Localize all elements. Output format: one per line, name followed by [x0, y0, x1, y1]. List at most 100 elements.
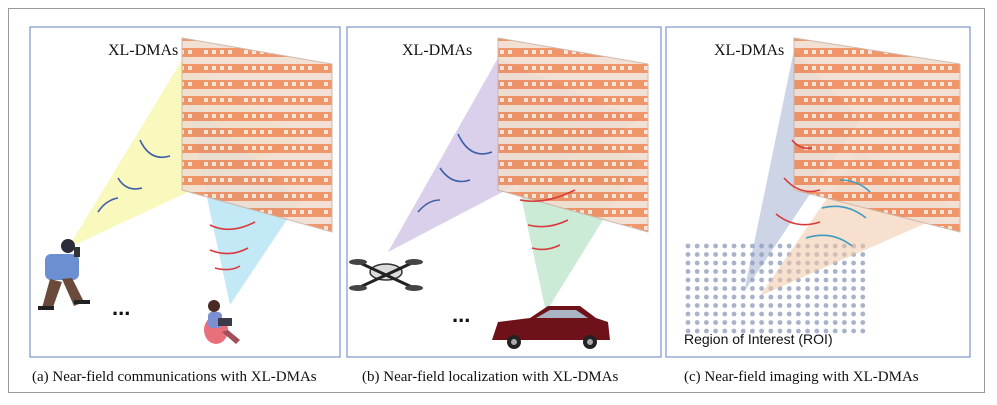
roi-dot	[750, 252, 755, 257]
roi-dot	[777, 320, 783, 325]
roi-dot	[805, 286, 810, 291]
roi-dot	[704, 286, 709, 291]
roi-dot	[704, 311, 709, 317]
roi-dot	[860, 277, 866, 283]
roi-dot	[759, 252, 764, 257]
roi-dot	[740, 294, 746, 300]
roi-dot	[740, 303, 746, 308]
roi-dot	[750, 277, 755, 283]
roi-dot	[731, 294, 737, 300]
roi-dot	[740, 286, 746, 291]
panel-a-caption: (a) Near-field communications with XL-DM…	[32, 369, 317, 385]
roi-dot	[823, 320, 829, 325]
roi-dot	[768, 243, 774, 249]
roi-dot	[851, 269, 856, 274]
roi-dot	[768, 328, 774, 334]
roi-dot	[796, 320, 801, 325]
person-standing-phone-icon	[38, 239, 90, 310]
roi-dot	[777, 311, 783, 317]
panel-b-caption: (b) Near-field localization with XL-DMAs	[362, 369, 618, 385]
roi-dot	[731, 328, 737, 334]
roi-dot	[722, 260, 728, 266]
roi-dot	[786, 303, 792, 308]
roi-dot	[731, 260, 737, 266]
roi-dot	[796, 328, 801, 334]
roi-dot	[851, 303, 856, 308]
roi-dot	[722, 252, 728, 257]
roi-dot	[750, 286, 755, 291]
roi-dot	[814, 303, 820, 308]
roi-dot	[750, 311, 755, 317]
roi-dot	[814, 294, 820, 300]
roi-dot	[685, 303, 691, 308]
roi-dot	[768, 252, 774, 257]
roi-dot	[814, 286, 820, 291]
roi-dot	[685, 269, 691, 274]
roi-dot	[851, 320, 856, 325]
roi-dot	[759, 303, 764, 308]
roi-dot	[685, 260, 691, 266]
roi-dot	[704, 252, 709, 257]
roi-dot	[823, 294, 829, 300]
roi-dot	[713, 320, 718, 325]
roi-dot	[823, 277, 829, 283]
roi-dot	[759, 311, 764, 317]
panel-a-xl-dma-array	[181, 37, 333, 233]
roi-dot	[777, 303, 783, 308]
roi-dot	[796, 294, 801, 300]
roi-dot	[842, 260, 847, 266]
roi-dot	[740, 320, 746, 325]
roi-dot	[694, 269, 700, 274]
roi-dot	[694, 328, 700, 334]
roi-dot	[740, 260, 746, 266]
roi-dot	[694, 277, 700, 283]
roi-dot	[704, 277, 709, 283]
roi-dot	[713, 294, 718, 300]
roi-dot	[722, 328, 728, 334]
roi-dot	[860, 303, 866, 308]
roi-dot	[786, 286, 792, 291]
roi-dot	[768, 260, 774, 266]
panel-c-caption: (c) Near-field imaging with XL-DMAs	[684, 369, 919, 385]
roi-dot	[786, 294, 792, 300]
panel-a-wavefronts	[97, 139, 256, 271]
roi-dot	[750, 243, 755, 249]
roi-dot	[860, 294, 866, 300]
roi-dot	[777, 252, 783, 257]
roi-dot	[786, 320, 792, 325]
roi-dot	[704, 320, 709, 325]
roi-dot	[759, 260, 764, 266]
roi-dot	[722, 277, 728, 283]
roi-dot	[832, 320, 838, 325]
roi-dot	[786, 243, 792, 249]
roi-dot	[759, 243, 764, 249]
roi-dot	[713, 269, 718, 274]
roi-dot	[759, 320, 764, 325]
roi-dot	[694, 303, 700, 308]
roi-dot	[860, 320, 866, 325]
roi-dot	[731, 269, 737, 274]
roi-dot	[694, 286, 700, 291]
roi-dot	[759, 286, 764, 291]
panel-b-wavefronts	[417, 133, 576, 251]
roi-dot	[796, 286, 801, 291]
roi-dot	[851, 260, 856, 266]
roi-dot	[860, 311, 866, 317]
roi-dot	[722, 243, 728, 249]
roi-dot	[694, 260, 700, 266]
roi-dot	[832, 328, 838, 334]
roi-dot	[860, 286, 866, 291]
roi-dot	[694, 252, 700, 257]
roi-label: Region of Interest (ROI)	[684, 331, 833, 347]
panel-b-array-label: XL-DMAs	[402, 42, 472, 59]
roi-dot	[740, 269, 746, 274]
roi-dot	[777, 328, 783, 334]
panel-c-xl-dma-array	[793, 37, 961, 233]
roi-dot	[842, 320, 847, 325]
roi-dot	[685, 311, 691, 317]
roi-dot	[685, 286, 691, 291]
roi-dot	[685, 328, 691, 334]
roi-dot	[685, 243, 691, 249]
roi-dot	[768, 320, 774, 325]
roi-dot	[722, 311, 728, 317]
